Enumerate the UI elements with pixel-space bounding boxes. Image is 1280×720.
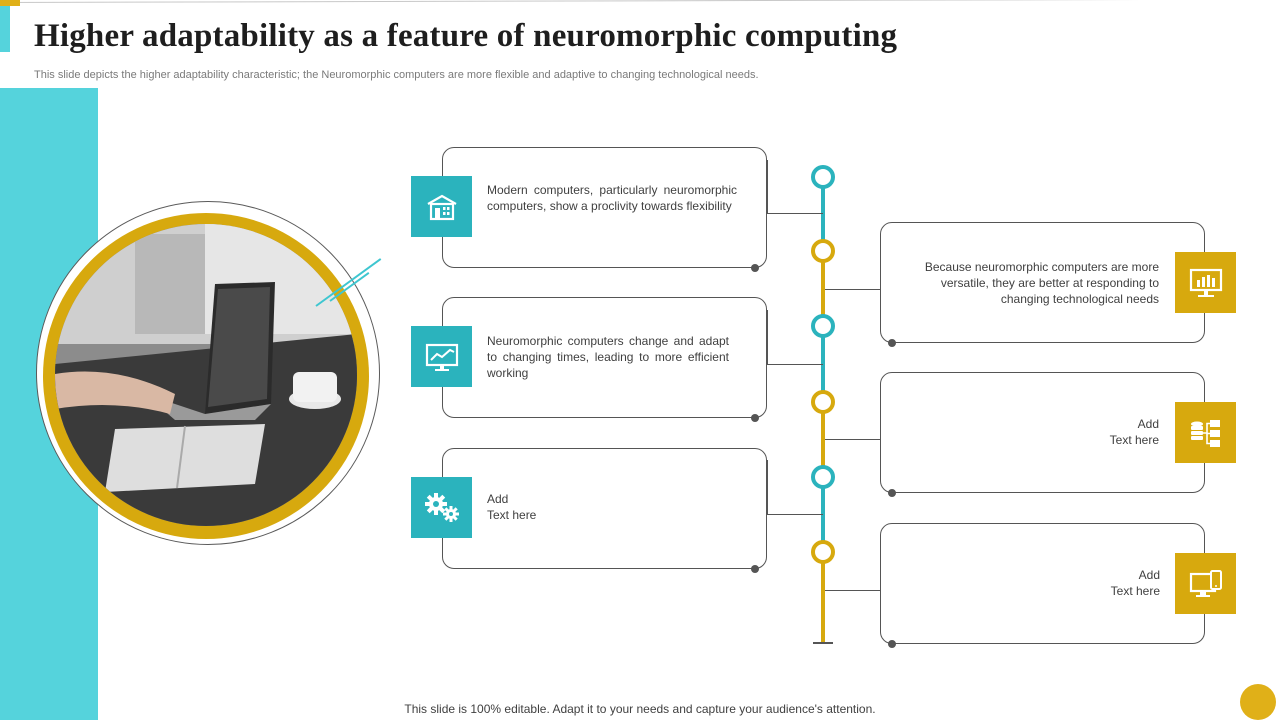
building-icon xyxy=(411,176,472,237)
timeline-segment-teal xyxy=(821,188,825,253)
corner-decoration xyxy=(1240,684,1276,720)
timeline-node xyxy=(811,165,835,189)
page-title: Higher adaptability as a feature of neur… xyxy=(34,18,898,54)
left-card-3 xyxy=(442,448,767,569)
left-card-2 xyxy=(442,297,767,418)
laptop-photo-illustration xyxy=(55,224,357,526)
timeline-segment-gold xyxy=(821,253,825,328)
timeline-node xyxy=(811,390,835,414)
left-card-1-text: Modern computers, particularly neuromorp… xyxy=(487,183,737,213)
card-end-dot xyxy=(888,339,896,347)
connector xyxy=(767,460,823,515)
right-card-1 xyxy=(880,222,1205,343)
connector xyxy=(825,235,881,290)
timeline-node xyxy=(811,540,835,564)
page-subtitle: This slide depicts the higher adaptabili… xyxy=(34,69,759,81)
monitor-chart-icon xyxy=(411,326,472,387)
connector xyxy=(825,385,881,440)
card-end-dot xyxy=(751,565,759,573)
right-card-3-text: Add Text here xyxy=(1110,568,1160,598)
card-end-dot xyxy=(888,640,896,648)
footer-note: This slide is 100% editable. Adapt it to… xyxy=(404,702,876,716)
right-card-2 xyxy=(880,372,1205,493)
laptop-photo xyxy=(55,224,357,526)
connector xyxy=(767,310,823,365)
right-card-1-text: Because neuromorphic computers are more … xyxy=(924,260,1159,306)
card-end-dot xyxy=(888,489,896,497)
right-card-3 xyxy=(880,523,1205,644)
timeline-base xyxy=(813,642,833,644)
devices-icon xyxy=(1175,553,1236,614)
timeline-segment-teal xyxy=(821,478,825,553)
presentation-board-icon xyxy=(1175,252,1236,313)
timeline-segment-gold xyxy=(821,553,825,643)
left-card-1 xyxy=(442,147,767,268)
gears-icon xyxy=(411,477,472,538)
header-accent-yellow xyxy=(0,0,20,6)
card-end-dot xyxy=(751,414,759,422)
timeline-segment-teal xyxy=(821,328,825,403)
right-card-2-text: Add Text here xyxy=(1109,417,1159,447)
card-end-dot xyxy=(751,264,759,272)
left-card-3-text: Add Text here xyxy=(487,492,537,522)
connector xyxy=(767,160,823,214)
connector xyxy=(825,535,881,591)
timeline-node xyxy=(811,314,835,338)
timeline-node xyxy=(811,239,835,263)
left-card-2-text: Neuromorphic computers change and adapt … xyxy=(487,334,729,380)
timeline-segment-gold xyxy=(821,403,825,478)
database-network-icon xyxy=(1175,402,1236,463)
timeline-node xyxy=(811,465,835,489)
top-divider xyxy=(0,0,1280,3)
header-accent-teal xyxy=(0,6,10,52)
